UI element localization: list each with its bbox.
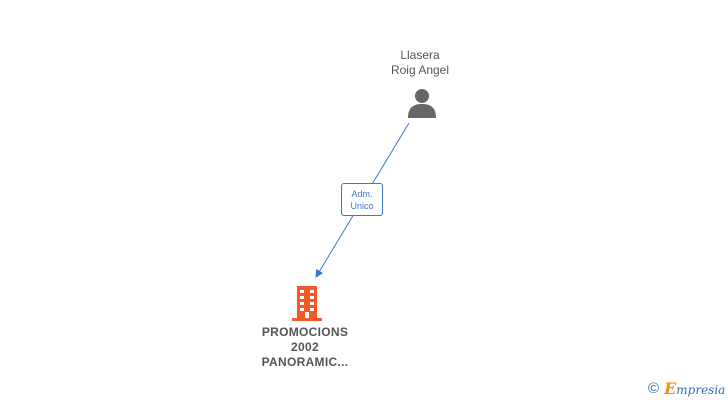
- company-name-line2: 2002: [291, 340, 319, 354]
- person-name[interactable]: Llasera Roig Angel: [364, 48, 476, 78]
- brand-logo-initial: E: [664, 378, 677, 398]
- brand-logo: Empresia: [664, 379, 725, 398]
- person-name-line1: Llasera: [400, 48, 440, 62]
- person-icon[interactable]: [407, 88, 437, 118]
- footer-brand[interactable]: © Empresia: [648, 378, 725, 398]
- relation-label[interactable]: Adm. Unico: [341, 183, 383, 216]
- person-name-line2: Roig Angel: [390, 63, 450, 77]
- company-name[interactable]: PROMOCIONS 2002 PANORAMIC...: [230, 325, 380, 370]
- building-icon[interactable]: [290, 285, 324, 321]
- relation-label-line1: Adm.: [351, 189, 373, 199]
- company-name-line1: PROMOCIONS: [261, 325, 349, 339]
- brand-logo-rest: mpresia: [676, 382, 726, 397]
- company-name-line3: PANORAMIC...: [261, 355, 349, 369]
- relation-label-line2: Unico: [350, 201, 374, 211]
- copyright-symbol: ©: [648, 379, 660, 397]
